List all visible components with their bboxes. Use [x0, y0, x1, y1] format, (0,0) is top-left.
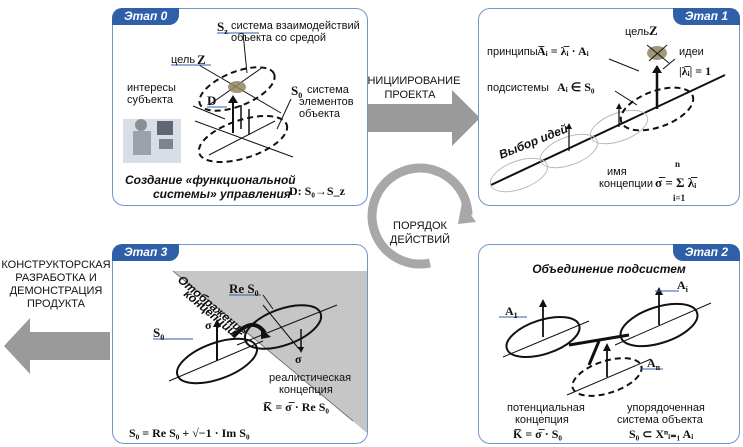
an-label: A: [647, 356, 656, 370]
name-1: имя: [607, 166, 627, 178]
p0-caption-1: Создание «функциональной: [125, 173, 296, 187]
ideas-label: идеи: [679, 46, 704, 58]
design-label-3: ДЕМОНСТРАЦИЯ: [10, 285, 103, 297]
realistic-2: концепция: [279, 384, 333, 396]
interests-2: субъекта: [127, 94, 174, 106]
s0-subset: S₀ ⊂ Xⁿᵢ₌₁ Aᵢ: [629, 427, 693, 441]
s0-label-3: S: [153, 325, 160, 340]
s0-symbol: S: [291, 83, 298, 98]
design-label-1: КОНСТРУКТОРСКАЯ: [1, 259, 110, 271]
s0-text-2: элементов: [299, 96, 354, 108]
sz-text-2: объекта со средой: [231, 32, 326, 44]
order-cycle-arrow: [367, 163, 476, 269]
svg-text:n: n: [675, 159, 680, 169]
sz-text-1: система взаимодействий: [231, 20, 360, 32]
svg-text:S0: S0: [291, 83, 302, 100]
p2-left-1: потенциальная: [507, 402, 585, 414]
principles-label: принципы: [487, 46, 538, 58]
ai-label: A: [677, 278, 686, 292]
svg-text:Sz: Sz: [217, 19, 228, 36]
stage-0-diagram: Sz система взаимодействий объекта со сре…: [123, 19, 360, 201]
design-label-4: ПРОДУКТА: [27, 298, 86, 310]
subsystems-label: подсистемы: [487, 82, 549, 94]
svg-text:Ai: Ai: [677, 278, 689, 294]
initiation-arrow: [368, 90, 480, 146]
svg-text:i=1: i=1: [673, 193, 686, 203]
subsystems-formula: Aᵢ ∈ S₀: [557, 80, 595, 94]
stage-2-tag: Этап 2: [672, 244, 740, 261]
choice-label: Выбор идей: [497, 121, 571, 162]
k-formula-2: K̅ = σ̅ · S₀: [513, 427, 562, 441]
p1-goal-symbol: Z: [649, 23, 658, 38]
p0-formula: D: S₀→S_z: [289, 184, 346, 198]
design-arrow: [4, 318, 110, 374]
stage-3-tag: Этап 3: [112, 244, 180, 261]
sigma-1: σ: [205, 318, 212, 332]
name-2: концепции: [599, 178, 653, 190]
d-symbol: D: [207, 93, 216, 108]
p2-left-2: концепция: [515, 414, 569, 426]
design-label-2: РАЗРАБОТКА И: [15, 272, 96, 284]
svg-text:A1: A1: [505, 304, 518, 320]
ideas-formula: |λ̅ᵢ| = 1: [679, 64, 711, 78]
s0-text-3: объекта: [299, 108, 341, 120]
initiation-label-1: ИНИЦИИРОВАНИЕ: [360, 75, 461, 87]
svg-text:An: An: [647, 356, 661, 372]
initiation-label-2: ПРОЕКТА: [385, 89, 437, 101]
a1-label: A: [505, 304, 514, 318]
sz-symbol: S: [217, 19, 224, 34]
realistic-1: реалистическая: [269, 372, 351, 384]
goal-marker: [228, 81, 246, 93]
k-formula-3: K̅ = σ̅ · Re S₀: [263, 400, 329, 414]
stage-2-diagram: Объединение подсистем A1 Ai An потенциал…: [499, 262, 712, 441]
order-label-2: ДЕЙСТВИЙ: [390, 233, 450, 246]
stage-0-panel: Этап 0 Sz система взаимодейст: [112, 8, 368, 206]
svg-text:S0: S0: [153, 325, 164, 342]
stage-3-diagram: Отображение концепции Re S0 S0 σ σ реали…: [129, 270, 367, 440]
stage-1-panel: Этап 1 цель Z принципы A̅ᵢ = λ̅ᵢ · Aᵢ ид…: [478, 8, 740, 206]
interests-1: интересы: [127, 82, 176, 94]
svg-text:Re S0: Re S0: [229, 281, 259, 298]
principles-formula: A̅ᵢ = λ̅ᵢ · Aᵢ: [537, 44, 589, 58]
sigma-2: σ: [295, 352, 302, 366]
s0-text-1: система: [307, 84, 350, 96]
stage-0-tag: Этап 0: [112, 8, 180, 25]
order-label-1: ПОРЯДОК: [393, 220, 448, 232]
goal-label: цель: [171, 54, 195, 66]
p2-right-1: упорядоченная: [627, 402, 705, 414]
s0-decomposition: S₀ = Re S₀ + √−1 · Im S₀: [129, 426, 250, 440]
stage-1-tag: Этап 1: [672, 8, 740, 25]
p0-caption-2: системы» управления: [153, 187, 291, 201]
stage-3-panel: Этап 3 Отображение концепции Re S0 S0 σ …: [112, 244, 368, 444]
stage-2-panel: Этап 2 Объединение подсистем A1 Ai An по…: [478, 244, 740, 444]
goal-symbol: Z: [197, 52, 206, 67]
sigma-sum: σ̅ = Σ λ̅ᵢ: [655, 175, 698, 190]
subject-figure-icon: [123, 119, 181, 163]
p2-right-2: система объекта: [617, 414, 704, 426]
p1-goal-label: цель: [625, 26, 649, 38]
re-s0-label: Re S: [229, 281, 255, 296]
p2-caption: Объединение подсистем: [532, 262, 686, 276]
stage-1-diagram: цель Z принципы A̅ᵢ = λ̅ᵢ · Aᵢ идеи |λ̅ᵢ…: [487, 23, 726, 203]
